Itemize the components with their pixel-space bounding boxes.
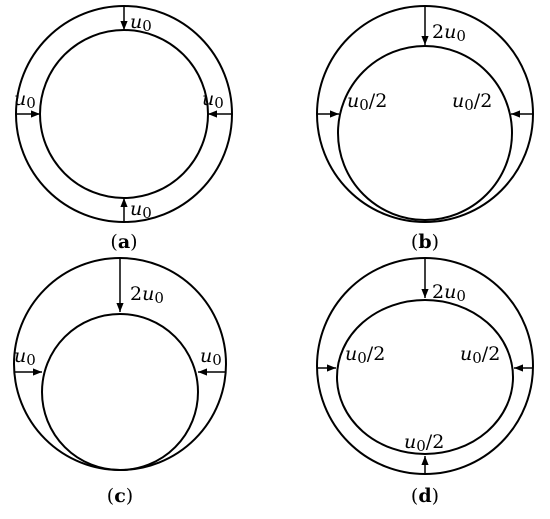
label-top: 2u0 [432, 281, 466, 305]
panel-d: 2u0 u0/2 u0/2 u0/2 (d) [316, 257, 534, 507]
label-left: u0 [14, 88, 36, 112]
label-top: 2u0 [130, 283, 164, 307]
outer-circle [15, 5, 233, 223]
label-left: u0 [14, 345, 36, 369]
label-left: u0/2 [345, 343, 385, 367]
label-bottom: u0/2 [404, 431, 444, 455]
caption-a: (a) [110, 231, 137, 253]
caption-d: (d) [411, 485, 439, 507]
label-right: u0 [200, 345, 222, 369]
inner-circle [337, 45, 513, 221]
inner-ellipse [336, 299, 514, 455]
caption-b: (b) [411, 231, 439, 253]
panel-b: 2u0 u0/2 u0/2 (b) [316, 5, 534, 253]
caption-c: (c) [107, 485, 133, 507]
label-left: u0/2 [347, 90, 387, 114]
label-right: u0/2 [452, 90, 492, 114]
label-right: u0 [202, 88, 224, 112]
inner-circle [39, 29, 209, 199]
panel-c: 2u0 u0 u0 (c) [13, 257, 227, 507]
label-right: u0/2 [460, 343, 500, 367]
panel-a: u0 u0 u0 u0 (a) [14, 5, 233, 253]
label-top: 2u0 [432, 21, 466, 45]
label-bottom: u0 [130, 198, 152, 222]
label-top: u0 [130, 11, 152, 35]
inner-circle [41, 313, 199, 471]
